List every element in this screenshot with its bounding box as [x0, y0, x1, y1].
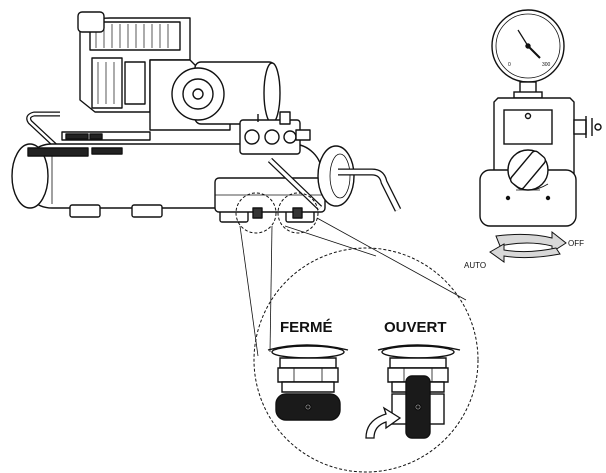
motor	[171, 61, 281, 125]
label-closed: FERMÉ	[280, 319, 333, 336]
zoom-callout	[235, 192, 479, 473]
gauge-scale-min: 0	[508, 62, 511, 68]
air-compressor	[11, 11, 402, 223]
auto-arrow-icon	[489, 243, 561, 263]
gauge-scale-max: 300	[542, 62, 551, 68]
zoom-source-right	[277, 192, 319, 234]
drain-valve-small	[292, 207, 303, 219]
off-arrow-icon	[495, 230, 567, 253]
foot	[69, 204, 101, 218]
label-open: OUVERT	[384, 319, 447, 336]
pressure-gauge	[491, 9, 565, 83]
drain-valve-small	[252, 207, 263, 219]
pressure-switch	[479, 9, 602, 227]
valve-open	[377, 344, 461, 439]
regulator-manifold	[239, 111, 311, 155]
label-auto: AUTO	[464, 261, 486, 270]
label-off: OFF	[568, 239, 584, 248]
valve-closed	[267, 344, 349, 421]
zoom-detail-circle	[253, 247, 479, 473]
zoom-leader-lines	[239, 217, 467, 357]
foot	[131, 204, 163, 218]
rotate-arrow-icon	[365, 406, 402, 439]
zoom-source-left	[235, 192, 277, 234]
